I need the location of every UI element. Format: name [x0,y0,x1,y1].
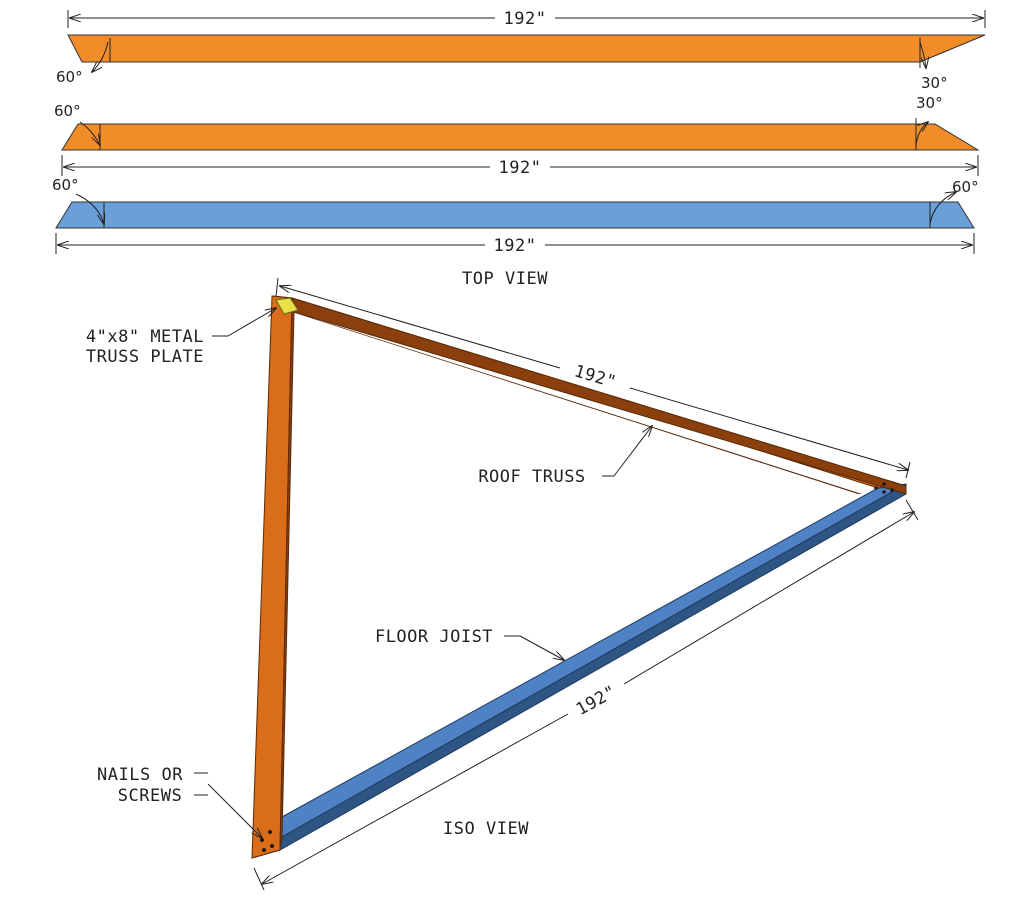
top-board3-dimension: 192" [55,233,975,256]
top-board2-dimension: 192" [61,155,979,178]
iso-roof-truss [271,295,907,495]
iso-truss-dimension: 192" [275,277,911,479]
roof-truss-label: ROOF TRUSS [478,467,585,487]
top-board3-angle-left-text: 60° [52,176,79,194]
top-board3-length: 192" [494,236,537,256]
top-board2-angle-right: 30° [915,94,943,150]
top-board2 [61,123,980,151]
top-board1-dimension: 192" [67,9,986,29]
floor-joist-label: FLOOR JOIST [375,627,493,647]
top-board1-angle-left: 60° [56,38,111,86]
top-board2-angle-left: 60° [54,102,100,150]
top-board1-angle-left-text: 60° [56,68,83,86]
roof-truss-callout: ROOF TRUSS [478,426,652,487]
top-view-title: TOP VIEW [462,269,548,289]
iso-fastener-dots-top [874,482,894,494]
top-board3-angle-left: 60° [52,176,104,228]
iso-view-title: ISO VIEW [443,819,529,839]
top-board1-angle-right-text: 30° [921,74,948,92]
top-board3 [55,201,975,229]
top-board2-length: 192" [499,158,542,178]
iso-floor-joist [251,483,907,859]
top-board2-angle-left-text: 60° [54,102,81,120]
floor-joist-callout: FLOOR JOIST [375,627,564,660]
fasteners-callout: NAILS OR SCREWS [97,765,262,838]
top-board3-angle-right: 60° [929,178,979,228]
fasteners-label-2: SCREWS [118,786,182,806]
iso-joist-dimension: 192" [253,499,919,891]
top-board1 [67,34,986,63]
iso-truss-plate [275,297,299,315]
top-board3-angle-right-text: 60° [952,178,979,196]
truss-plate-label-1: 4"x8" METAL [86,327,204,347]
iso-joist-length: 192" [573,682,620,720]
truss-plate-callout: 4"x8" METAL TRUSS PLATE [86,308,276,367]
top-board1-length: 192" [504,9,547,29]
iso-vertical-member [251,295,295,859]
top-board1-angle-right: 30° [919,38,948,92]
truss-plate-label-2: TRUSS PLATE [86,347,204,367]
top-board2-angle-right-text: 30° [916,94,943,112]
fasteners-label-1: NAILS OR [97,765,183,785]
